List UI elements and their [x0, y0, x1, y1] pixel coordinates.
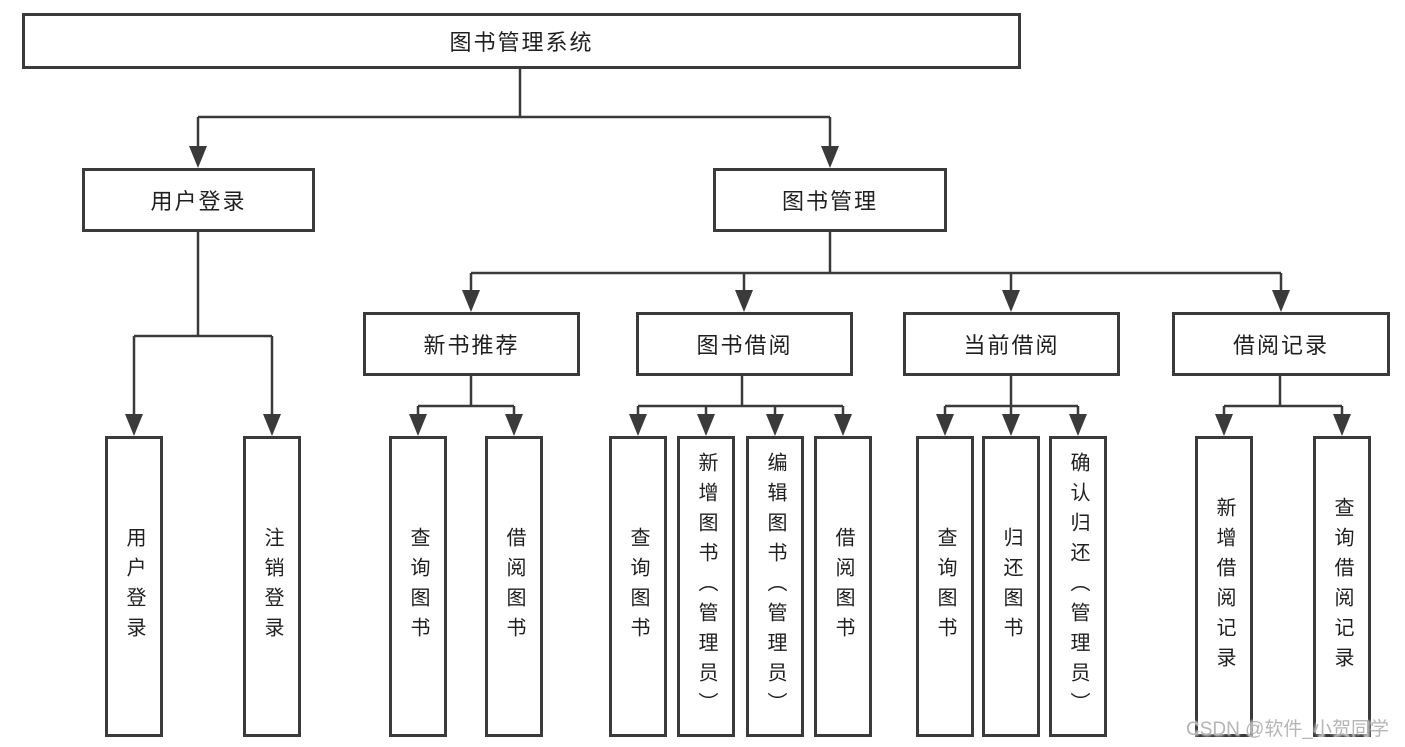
leaf-query-books-recommend-label: 查询图书 [407, 526, 429, 647]
node-book-borrow-label: 图书借阅 [696, 333, 793, 358]
node-borrow-records: 借阅记录 [1172, 312, 1390, 376]
leaf-add-books-admin-label: 新增图书（管理员） [695, 451, 717, 722]
edge-bookborrow-to-leaves [636, 376, 845, 418]
leaf-add-borrow-record-label: 新增借阅记录 [1213, 496, 1235, 677]
node-book-borrow: 图书借阅 [636, 312, 853, 376]
leaf-return-books: 归还图书 [982, 436, 1040, 737]
node-current-borrow-label: 当前借阅 [963, 333, 1060, 358]
leaf-edit-books-admin: 编辑图书（管理员） [746, 436, 804, 737]
node-user-login: 用户登录 [82, 168, 315, 232]
node-root-label: 图书管理系统 [449, 30, 594, 55]
leaf-query-books-borrow: 查询图书 [609, 436, 667, 737]
node-current-borrow: 当前借阅 [903, 312, 1120, 376]
leaf-logout: 注销登录 [243, 436, 301, 737]
edge-borrowrecords-to-leaves [1222, 376, 1344, 418]
node-borrow-records-label: 借阅记录 [1232, 333, 1329, 358]
node-book-management: 图书管理 [713, 168, 947, 232]
leaf-confirm-return-admin-label: 确认归还（管理员） [1067, 451, 1089, 722]
leaf-query-borrow-record: 查询借阅记录 [1313, 436, 1371, 737]
node-book-management-label: 图书管理 [781, 189, 878, 214]
leaf-confirm-return-admin: 确认归还（管理员） [1049, 436, 1107, 737]
watermark-text: CSDN @软件_小贺同学 [1186, 719, 1389, 740]
leaf-query-books-current-label: 查询图书 [934, 526, 956, 647]
node-new-book-recommend-label: 新书推荐 [423, 333, 520, 358]
leaf-user-login: 用户登录 [105, 436, 163, 737]
leaf-return-books-label: 归还图书 [1000, 526, 1022, 647]
edge-root-to-level2 [196, 69, 832, 150]
leaf-borrow-books-recommend: 借阅图书 [485, 436, 543, 737]
leaf-borrow-books-label: 借阅图书 [832, 526, 854, 647]
leaf-user-login-label: 用户登录 [123, 526, 145, 647]
node-root: 图书管理系统 [22, 13, 1021, 69]
leaf-add-borrow-record: 新增借阅记录 [1195, 436, 1253, 737]
edge-currentborrow-to-leaves [943, 376, 1080, 418]
leaf-query-books-borrow-label: 查询图书 [627, 526, 649, 647]
leaf-add-books-admin: 新增图书（管理员） [677, 436, 735, 737]
edge-bookmgmt-to-sections [469, 232, 1283, 295]
leaf-borrow-books: 借阅图书 [814, 436, 872, 737]
node-new-book-recommend: 新书推荐 [363, 312, 580, 376]
leaf-query-books-recommend: 查询图书 [389, 436, 447, 737]
arrowheads [125, 146, 1351, 436]
edge-newbooks-to-leaves [416, 376, 516, 418]
edge-userlogin-to-leaves [132, 232, 274, 418]
node-user-login-label: 用户登录 [150, 189, 247, 214]
leaf-query-books-current: 查询图书 [916, 436, 974, 737]
leaf-logout-label: 注销登录 [261, 526, 283, 647]
leaf-query-borrow-record-label: 查询借阅记录 [1331, 496, 1353, 677]
leaf-borrow-books-recommend-label: 借阅图书 [503, 526, 525, 647]
leaf-edit-books-admin-label: 编辑图书（管理员） [764, 451, 786, 722]
